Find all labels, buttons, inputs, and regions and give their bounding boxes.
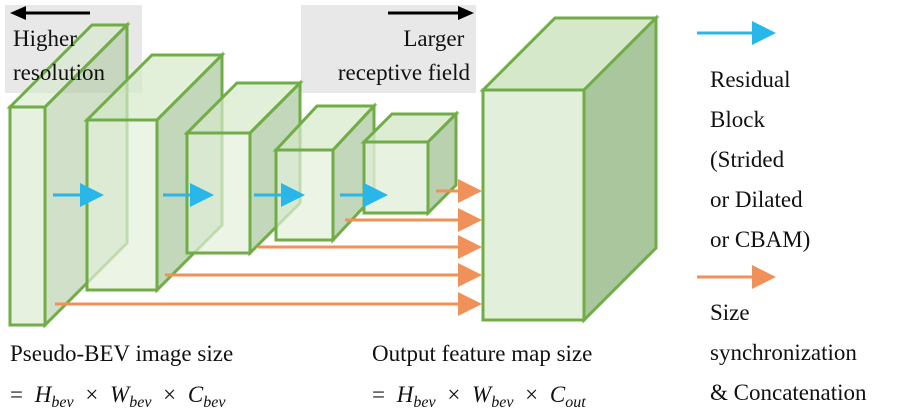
- input-caption-title: Pseudo-BEV image size: [10, 341, 233, 366]
- output-feature-block: [479, 14, 660, 324]
- legend-sync-text: Size synchronization & Concatenation: [710, 300, 867, 405]
- higher-resolution-label: Higher resolution: [13, 26, 105, 85]
- legend: Residual Block (Strided or Dilated or CB…: [697, 21, 867, 405]
- right-direction-arrow: [388, 6, 474, 20]
- larger-receptive-field-box: [301, 5, 476, 93]
- higher-resolution-line-2: resolution: [13, 60, 105, 85]
- legend-residual-text: Residual Block (Strided or Dilated or CB…: [710, 67, 810, 252]
- input-caption-formula: = Hbev × Wbev × Cbev: [10, 382, 226, 412]
- output-caption-title: Output feature map size: [372, 341, 592, 366]
- larger-receptive-field-label: Larger receptive field: [338, 26, 471, 85]
- sync-arrows: [55, 179, 482, 316]
- higher-resolution-line-1: Higher: [13, 26, 77, 51]
- larger-line-2: receptive field: [338, 60, 471, 85]
- larger-line-1: Larger: [403, 26, 464, 51]
- output-caption-formula: = Hbev × Wbev × Cout: [372, 382, 586, 412]
- left-direction-arrow: [10, 6, 90, 20]
- stage-block-5: [360, 110, 460, 217]
